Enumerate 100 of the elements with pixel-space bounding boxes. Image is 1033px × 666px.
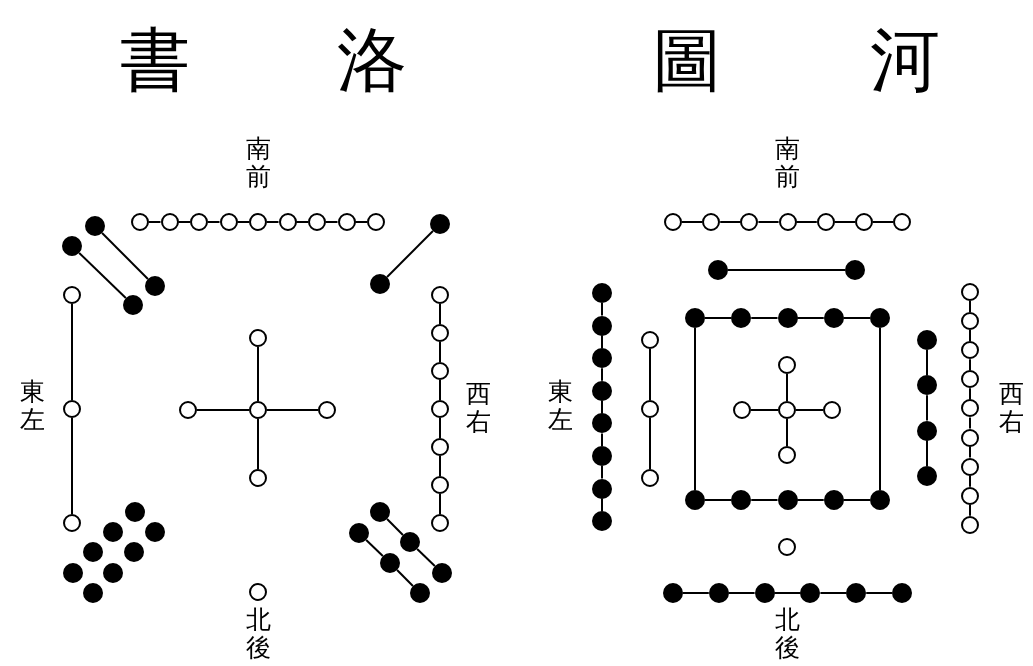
connecting-line — [969, 416, 971, 430]
filled-dot — [83, 583, 103, 603]
connecting-line — [969, 329, 971, 343]
connecting-line — [649, 348, 651, 401]
direction-label: 西右 — [465, 380, 491, 435]
connecting-line — [396, 569, 414, 587]
connecting-line — [601, 334, 603, 350]
hollow-circle — [778, 446, 796, 464]
connecting-line — [865, 592, 893, 594]
direction-label: 北後 — [245, 606, 271, 661]
filled-dot — [83, 542, 103, 562]
connecting-line — [439, 303, 441, 325]
connecting-line — [649, 417, 651, 470]
connecting-line — [795, 409, 824, 411]
filled-dot — [917, 375, 937, 396]
hollow-circle — [778, 213, 797, 231]
connecting-line — [257, 418, 259, 470]
direction-label: 東左 — [547, 378, 573, 433]
filled-dot — [731, 308, 752, 328]
connecting-line — [757, 221, 780, 223]
hollow-circle — [63, 286, 81, 304]
connecting-line — [969, 445, 971, 459]
hollow-circle — [431, 324, 449, 342]
connecting-line — [926, 349, 928, 377]
filled-dot — [777, 308, 798, 328]
filled-dot — [62, 236, 82, 256]
filled-dot — [400, 532, 420, 552]
filled-dot — [85, 216, 105, 236]
filled-dot — [125, 502, 145, 522]
filled-dot — [410, 583, 430, 603]
connecting-line — [786, 373, 788, 402]
filled-dot — [592, 380, 612, 401]
filled-dot — [592, 446, 612, 466]
hollow-circle — [308, 213, 326, 231]
connecting-line — [354, 221, 368, 223]
filled-dot — [592, 511, 612, 532]
hollow-circle — [63, 514, 81, 532]
connecting-line — [842, 499, 871, 501]
connecting-line — [719, 221, 742, 223]
connecting-line — [969, 387, 971, 401]
connecting-line — [236, 221, 250, 223]
filled-dot — [917, 465, 937, 486]
hollow-circle — [249, 583, 267, 601]
connecting-line — [416, 547, 436, 568]
connecting-line — [796, 499, 825, 501]
filled-dot — [145, 276, 165, 296]
hollow-circle — [337, 213, 356, 231]
title-character: 河 — [870, 25, 940, 95]
connecting-line — [727, 269, 846, 271]
hollow-circle — [961, 428, 979, 447]
filled-dot — [917, 420, 937, 441]
direction-label: 南前 — [245, 135, 271, 190]
connecting-line — [196, 409, 250, 411]
hollow-circle — [131, 213, 149, 231]
connecting-line — [78, 251, 127, 300]
hollow-circle — [733, 401, 751, 419]
hollow-circle — [160, 213, 179, 231]
hollow-circle — [961, 312, 979, 331]
connecting-line — [71, 417, 73, 515]
direction-label: 西右 — [998, 380, 1024, 435]
hollow-circle — [249, 329, 267, 347]
connecting-line — [601, 497, 603, 513]
filled-dot — [685, 490, 705, 510]
hollow-circle — [702, 213, 721, 231]
connecting-line — [926, 394, 928, 422]
connecting-line — [879, 327, 881, 491]
connecting-line — [601, 399, 603, 415]
connecting-line — [601, 367, 603, 382]
connecting-line — [969, 503, 971, 517]
filled-dot — [592, 348, 612, 369]
title-character: 書 — [120, 25, 190, 95]
filled-dot — [708, 583, 729, 603]
hollow-circle — [641, 400, 659, 418]
hollow-circle — [249, 401, 267, 419]
connecting-line — [386, 230, 434, 278]
hollow-circle — [961, 457, 979, 476]
title-character: 洛 — [337, 25, 407, 95]
connecting-line — [819, 592, 848, 594]
filled-dot — [708, 260, 728, 280]
hollow-circle — [367, 213, 385, 231]
filled-dot — [892, 583, 912, 603]
connecting-line — [439, 455, 441, 477]
connecting-line — [969, 300, 971, 314]
hollow-circle — [664, 213, 682, 231]
connecting-line — [295, 221, 309, 223]
filled-dot — [370, 274, 390, 294]
hollow-circle — [961, 341, 979, 360]
connecting-line — [439, 379, 441, 401]
connecting-line — [704, 317, 733, 319]
hollow-circle — [778, 356, 796, 374]
filled-dot — [430, 214, 450, 234]
filled-dot — [123, 295, 143, 315]
hollow-circle — [431, 476, 449, 494]
connecting-line — [101, 232, 149, 280]
filled-dot — [103, 522, 123, 542]
hollow-circle — [816, 213, 835, 231]
filled-dot — [63, 563, 83, 583]
filled-dot — [731, 490, 752, 510]
filled-dot — [754, 583, 775, 603]
connecting-line — [704, 499, 733, 501]
